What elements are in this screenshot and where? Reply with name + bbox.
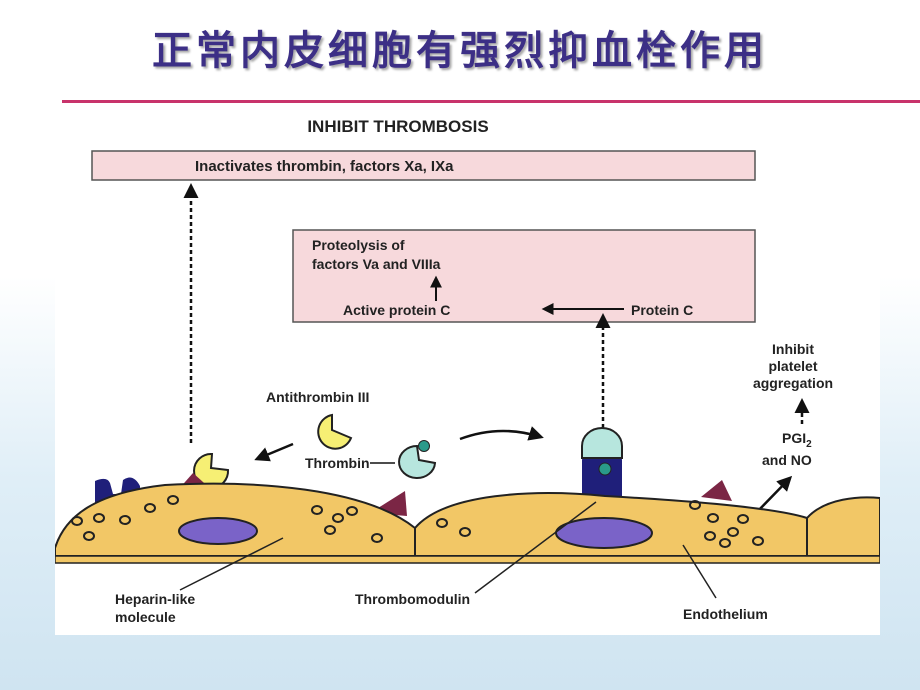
inactivates-label: Inactivates thrombin, factors Xa, IXa bbox=[195, 158, 454, 175]
endothelium-label: Endothelium bbox=[683, 606, 768, 622]
antithrombin-molecule bbox=[317, 413, 353, 450]
diagram-heading: INHIBIT THROMBOSIS bbox=[307, 117, 488, 136]
nucleus-1 bbox=[178, 517, 258, 545]
receptor-triangle-3 bbox=[701, 480, 732, 501]
pgi-label: PGI2 bbox=[782, 430, 812, 450]
heparin-label-line2: molecule bbox=[115, 609, 176, 625]
thrombomodulin-receptor bbox=[582, 457, 622, 499]
antithrombin-label: Antithrombin III bbox=[266, 389, 369, 405]
inhibit-line2: platelet bbox=[768, 358, 817, 374]
inhibit-line3: aggregation bbox=[753, 375, 833, 391]
thrombomodulin-label: Thrombomodulin bbox=[355, 591, 470, 607]
thrombosis-diagram: INHIBIT THROMBOSIS Inactivates thrombin,… bbox=[55, 108, 880, 635]
basement-membrane bbox=[55, 555, 880, 564]
active-protein-c-label: Active protein C bbox=[343, 302, 450, 318]
thrombin-arrow bbox=[459, 426, 544, 441]
thrombin-label: Thrombin bbox=[305, 455, 370, 471]
granules-cell-1 bbox=[71, 495, 383, 543]
bound-thrombin bbox=[581, 427, 623, 459]
endothelium-pointer bbox=[682, 544, 717, 599]
slide-title: 正常内皮细胞有强烈抑血栓作用 bbox=[152, 27, 768, 74]
granules-cell-2 bbox=[436, 500, 764, 548]
proteolysis-line1: Proteolysis of bbox=[312, 237, 405, 253]
protein-c-box bbox=[292, 229, 756, 323]
antithrombin-arrow bbox=[254, 442, 294, 462]
inhibit-line1: Inhibit bbox=[772, 341, 814, 357]
endothelial-cell-3 bbox=[806, 496, 880, 557]
thrombin-site bbox=[418, 440, 430, 452]
inactivates-box bbox=[91, 150, 756, 181]
thrombomodulin-pointer bbox=[474, 501, 597, 594]
no-label: and NO bbox=[762, 452, 812, 468]
pgi-release-arrow bbox=[754, 475, 793, 515]
protein-c-label: Protein C bbox=[631, 302, 693, 318]
title-divider bbox=[62, 100, 920, 103]
heparin-label-line1: Heparin-like bbox=[115, 591, 195, 607]
heparin-pointer bbox=[179, 537, 284, 591]
bound-thrombin-site bbox=[598, 462, 612, 476]
diagram-svg: INHIBIT THROMBOSIS Inactivates thrombin,… bbox=[55, 117, 880, 625]
thrombin-molecule bbox=[398, 444, 437, 479]
nucleus-2 bbox=[555, 517, 653, 549]
proteolysis-line2: factors Va and VIIIa bbox=[312, 256, 441, 272]
